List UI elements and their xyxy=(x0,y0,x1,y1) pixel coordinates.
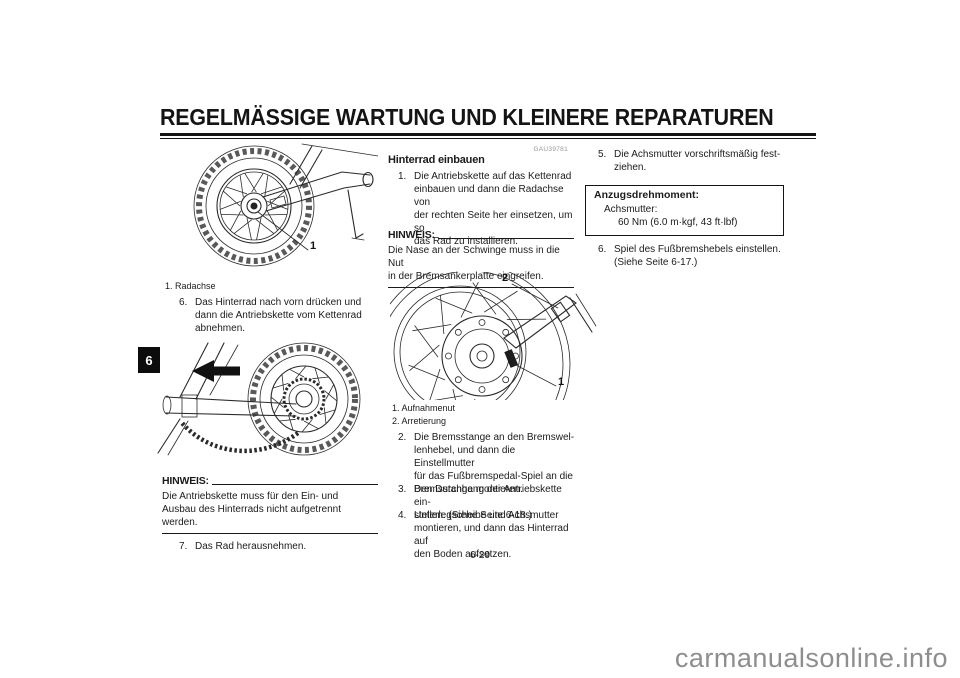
step-number: 4. xyxy=(398,510,407,521)
step-number: 1. xyxy=(398,171,407,182)
torque-spec-box: Anzugsdrehmoment: Achsmutter: 60 Nm (6.0… xyxy=(585,185,784,236)
title-underline-thin xyxy=(160,138,816,139)
figure-callout-1: 1 xyxy=(558,376,565,388)
figure-callout-2: 2 xyxy=(502,272,509,284)
note-text: Die Antriebskette muss für den Ein- und … xyxy=(162,491,341,528)
step-number: 6. xyxy=(598,244,607,255)
step-item-5-right: 5. Die Achsmutter vorschriftsmäßig fest-… xyxy=(598,148,813,174)
step-item-3-mid: 3. Den Durchhang der Antriebskette ein- … xyxy=(398,483,578,522)
section-code: GAU39781 xyxy=(533,146,568,153)
step-item-1-mid: 1. Die Antriebskette auf das Kettenrad e… xyxy=(398,170,578,248)
figure-caption: 1. Radachse xyxy=(165,281,216,291)
step-text: Den Durchhang der Antriebskette ein- ste… xyxy=(414,484,562,521)
step-text: Die Achsmutter vorschriftsmäßig fest- zi… xyxy=(614,149,781,173)
note-closing-rule xyxy=(162,533,378,534)
figure-brake-hub: 2 1 xyxy=(390,272,602,400)
step-item-6-right: 6. Spiel des Fußbremshebels einstellen. … xyxy=(598,243,813,269)
figure-caption: 2. Arretierung xyxy=(392,416,447,426)
callout-leader-line xyxy=(257,211,309,251)
step-text: Die Bremsstange an den Bremswel- lenhebe… xyxy=(414,432,575,495)
step-item-7-left: 7. Das Rad herausnehmen. xyxy=(179,540,379,553)
figure-caption: 1. Aufnahmenut xyxy=(392,403,456,413)
figure-callout-1: 1 xyxy=(310,240,317,252)
step-text: Die Antriebskette auf das Kettenrad einb… xyxy=(414,171,573,247)
step-number: 2. xyxy=(398,432,407,443)
step-number: 7. xyxy=(179,541,188,552)
torque-box-line: Achsmutter: xyxy=(604,203,658,215)
torque-box-value: 60 Nm (6.0 m·kgf, 43 ft·lbf) xyxy=(618,217,738,228)
callout-leader-line xyxy=(511,283,559,309)
note-block-middle: HINWEIS: Die Nase an der Schwinge muss i… xyxy=(388,228,574,288)
callout-leader-line xyxy=(513,363,557,387)
note-label-rule xyxy=(437,238,574,239)
page-title: REGELMÄSSIGE WARTUNG UND KLEINERE REPARA… xyxy=(160,104,774,130)
step-number: 5. xyxy=(598,149,607,160)
step-number: 3. xyxy=(398,484,407,495)
rear-wheel-drawing xyxy=(193,143,378,267)
step-item-6-left: 6. Das Hinterrad nach vorn drücken und d… xyxy=(179,296,379,335)
figure-swingarm-chain xyxy=(146,341,378,473)
torque-box-title: Anzugsdrehmoment: xyxy=(594,189,699,201)
note-label-rule xyxy=(211,484,378,485)
chapter-tab: 6 xyxy=(138,347,160,373)
title-underline-thick xyxy=(160,133,816,136)
brake-hub-drawing xyxy=(390,272,597,400)
section-heading: Hinterrad einbauen xyxy=(388,154,485,166)
watermark-text: carmanualsonline.info xyxy=(674,643,948,673)
note-label: HINWEIS: xyxy=(162,475,209,487)
step-item-2-mid: 2. Die Bremsstange an den Bremswel- lenh… xyxy=(398,431,578,496)
step-text: Das Rad herausnehmen. xyxy=(195,541,307,552)
step-text: Das Hinterrad nach vorn drücken und dann… xyxy=(195,297,362,334)
note-text: Die Nase an der Schwinge muss in die Nut… xyxy=(388,245,560,282)
figure-rear-wheel-axle: 1 xyxy=(162,140,378,278)
step-text: Spiel des Fußbremshebels einstellen. (Si… xyxy=(614,244,781,268)
step-number: 6. xyxy=(179,297,188,308)
page-number: 6-29 xyxy=(469,550,490,561)
swingarm-chain-drawing xyxy=(157,342,361,456)
step-item-4-mid: 4. Unterlegscheibe und Achsmutter montie… xyxy=(398,509,578,561)
note-label: HINWEIS: xyxy=(388,229,435,241)
note-closing-rule xyxy=(388,287,574,288)
note-block-left: HINWEIS: Die Antriebskette muss für den … xyxy=(162,474,378,534)
push-direction-arrow-icon xyxy=(192,360,240,382)
step-text: Unterlegscheibe und Achsmutter montieren… xyxy=(414,510,569,560)
